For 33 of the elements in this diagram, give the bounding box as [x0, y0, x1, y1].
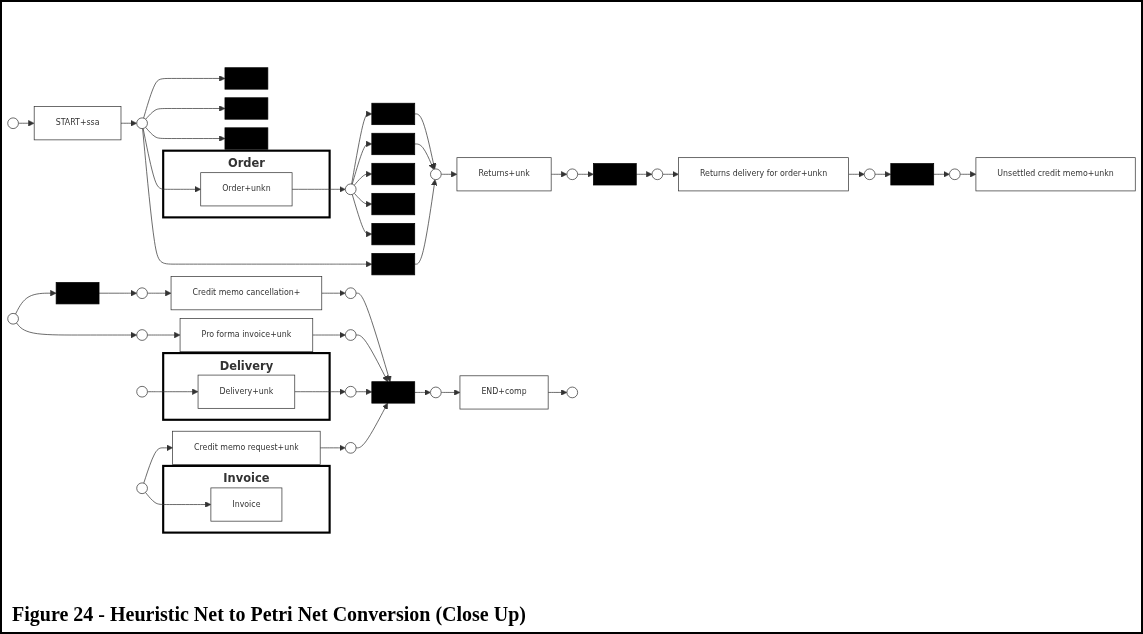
node-bar	[55, 282, 100, 305]
node-circle	[345, 329, 357, 342]
node-bar	[371, 193, 416, 216]
node-circle	[651, 168, 664, 181]
node-bar	[593, 163, 637, 186]
node-bar	[371, 133, 416, 156]
node-circle	[136, 287, 148, 300]
node-bar	[224, 97, 269, 120]
node-circle	[566, 168, 578, 181]
node-circle	[430, 387, 442, 399]
node-circle	[566, 387, 578, 399]
node-circle	[345, 183, 357, 196]
node-circle	[345, 442, 357, 454]
node-circle	[949, 168, 961, 181]
node-bar	[890, 163, 935, 186]
node-bar	[224, 127, 269, 150]
node-bar	[371, 381, 416, 404]
node-circle	[863, 168, 876, 181]
node-circle	[345, 287, 357, 300]
node-bar	[371, 163, 416, 186]
node-circle	[136, 329, 148, 342]
node-circle	[430, 168, 442, 181]
node-circle	[136, 117, 148, 130]
node-circle	[345, 386, 357, 398]
figure-caption: Figure 24 - Heuristic Net to Petri Net Conversion (Close Up)	[11, 602, 527, 628]
node-circle	[136, 482, 148, 495]
node-bar	[371, 253, 416, 276]
node-bar	[371, 223, 416, 246]
node-bar	[224, 67, 269, 90]
node-bar	[371, 103, 416, 126]
node-circle	[7, 313, 19, 325]
node-circle	[7, 117, 19, 130]
node-circle	[136, 386, 148, 398]
